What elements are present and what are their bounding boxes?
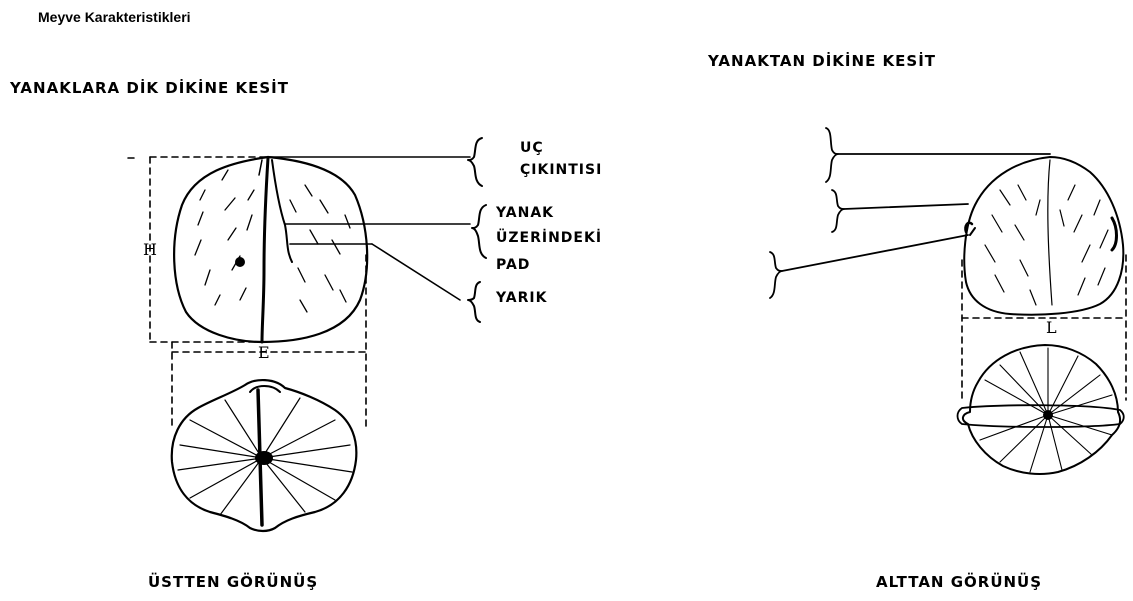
- leader-lines: [270, 157, 470, 300]
- label-brackets: [468, 138, 486, 322]
- walnut-bottom-view-right: [958, 345, 1124, 474]
- walnut-side-view-left: [174, 157, 367, 342]
- right-brackets: [770, 128, 1050, 298]
- walnut-side-view-right: [964, 157, 1123, 315]
- walnut-top-view-left: [172, 380, 357, 531]
